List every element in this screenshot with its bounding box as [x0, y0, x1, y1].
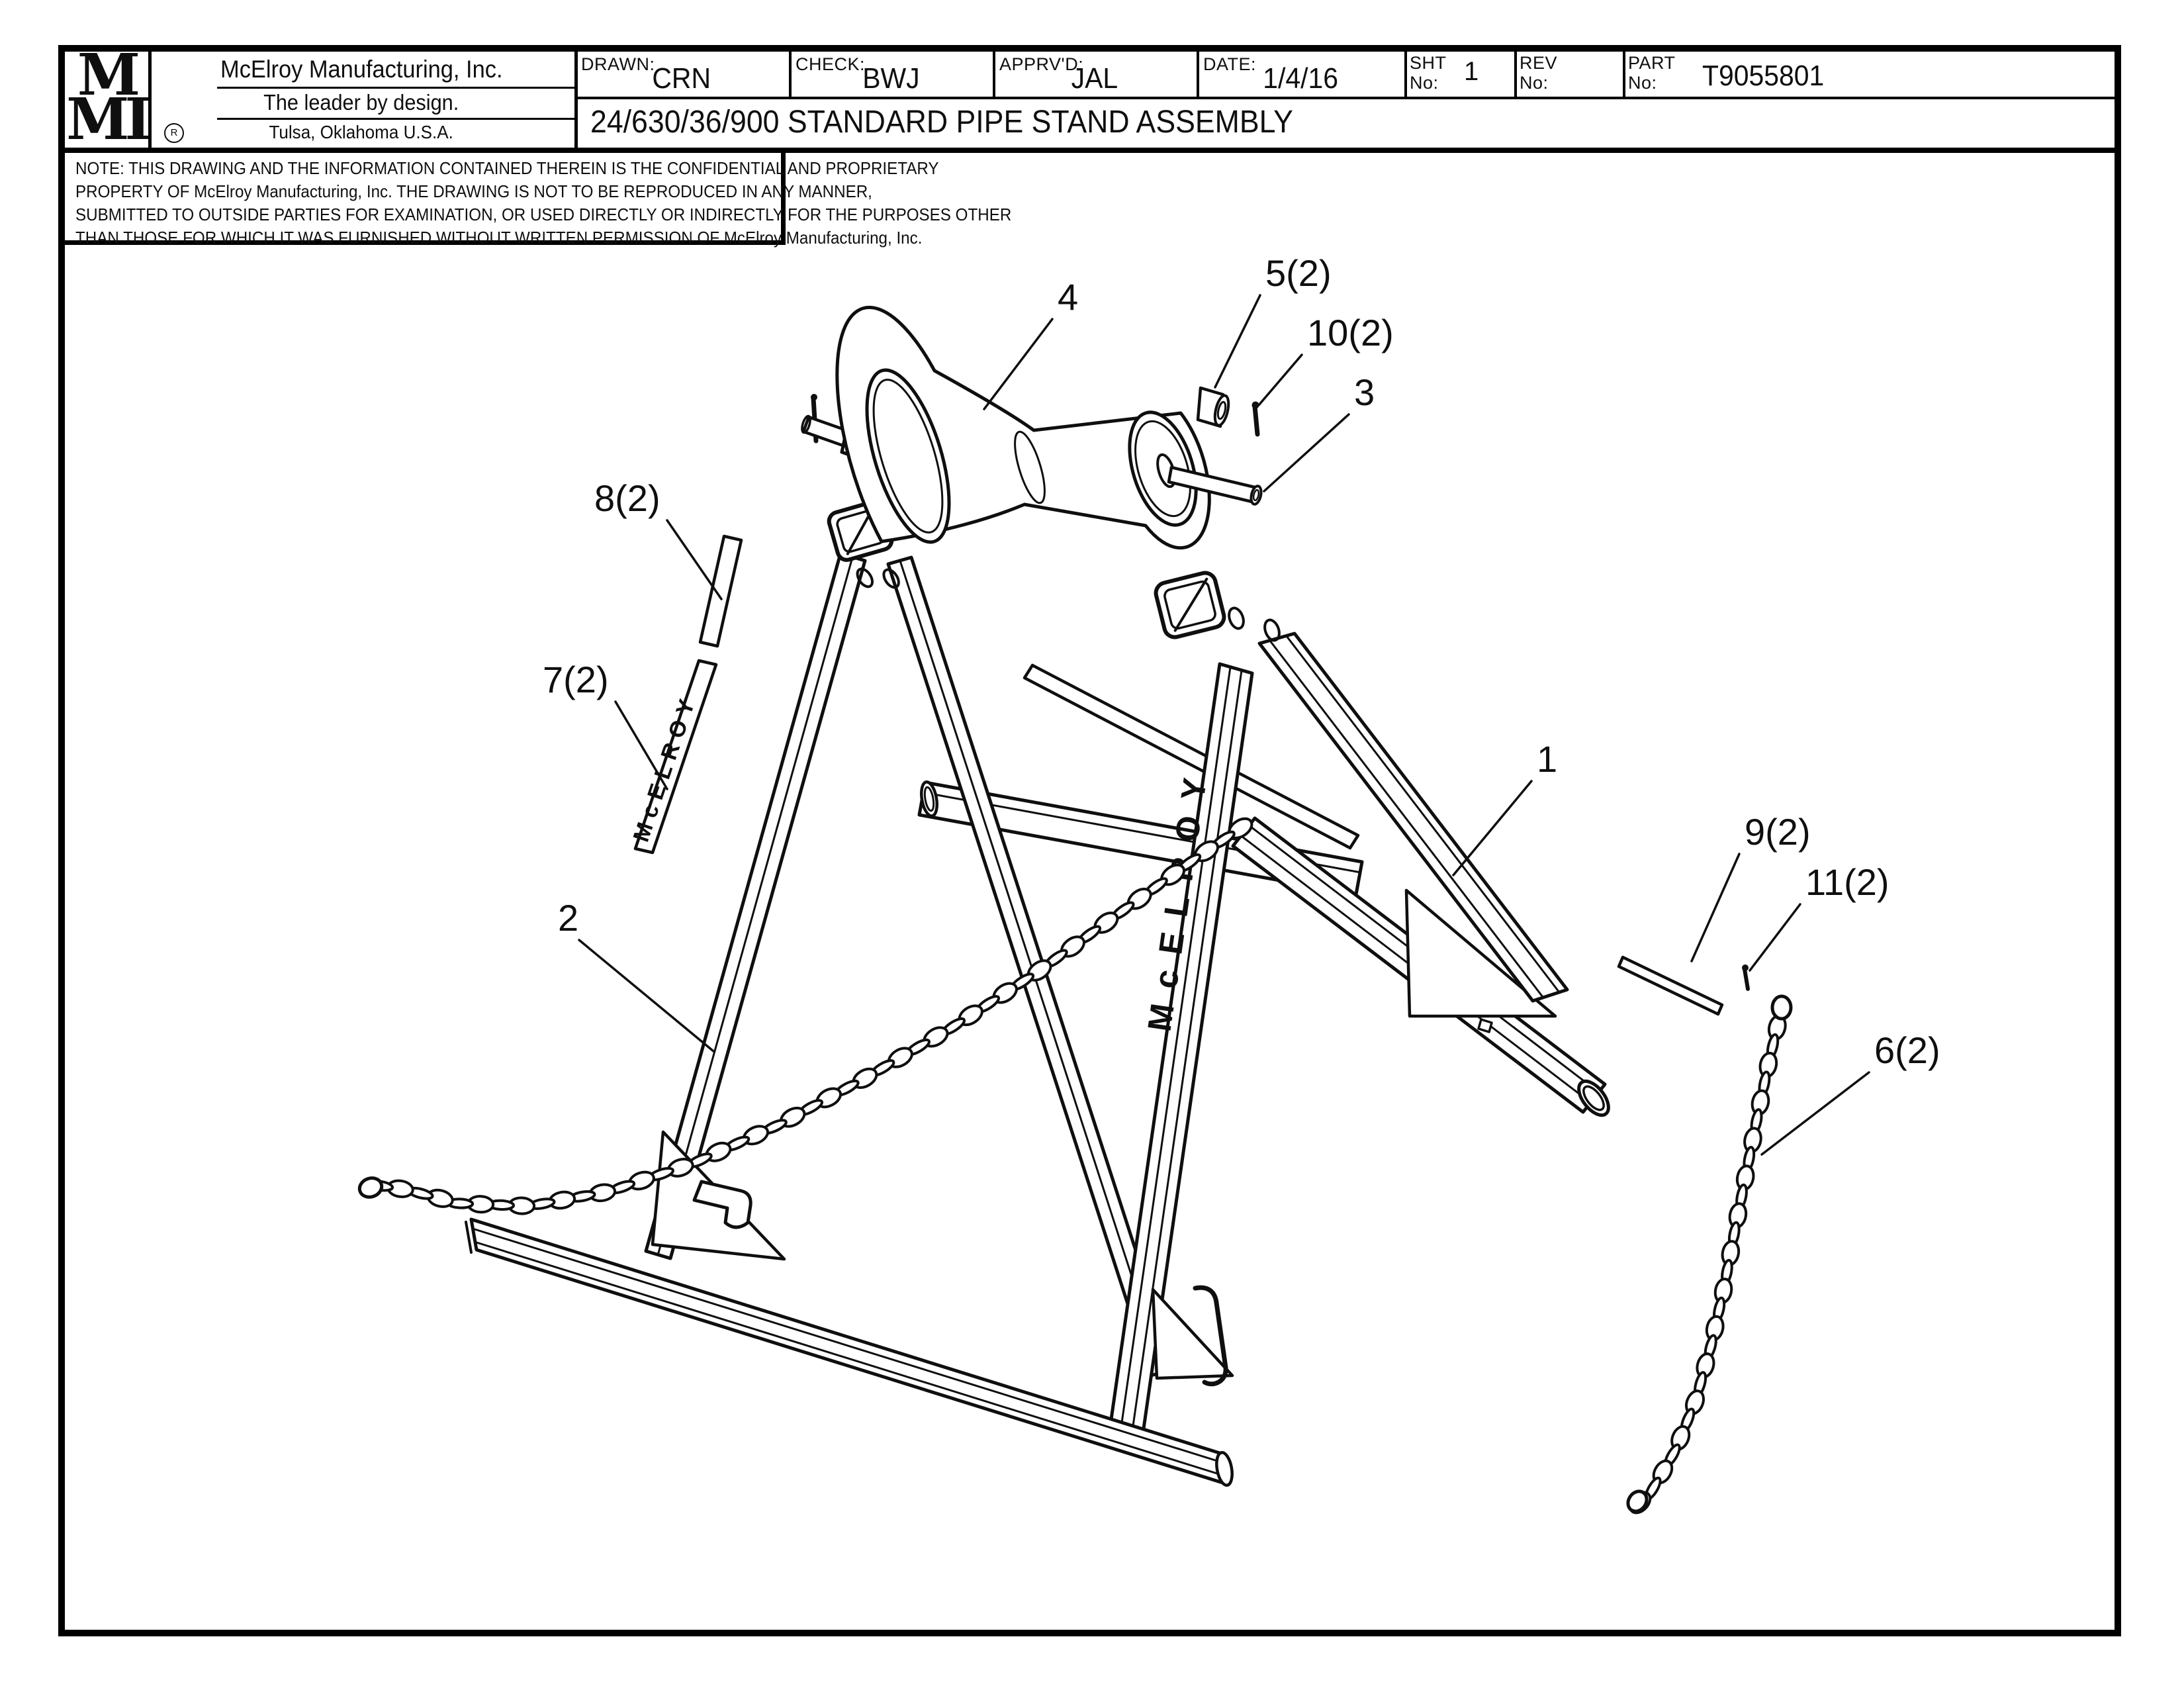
- registered-mark-icon: R: [164, 123, 184, 143]
- callout-2: 2: [558, 897, 715, 1053]
- part-leg-right: [1257, 632, 1569, 1003]
- field-sht: SHT No: 1: [1404, 52, 1514, 97]
- callout-label: 4: [1058, 276, 1078, 318]
- callout-3: 3: [1263, 371, 1375, 492]
- divider: [1514, 52, 1517, 97]
- callout-52: 5(2): [1214, 252, 1332, 389]
- callout-label: 10(2): [1307, 312, 1394, 353]
- callout-62: 6(2): [1760, 1029, 1940, 1156]
- callout-label: 6(2): [1874, 1029, 1940, 1071]
- part-roller-assembly: [801, 305, 1263, 550]
- field-label: SHT: [1410, 53, 1447, 73]
- part-bracket-right: [1154, 571, 1281, 642]
- callout-label: 7(2): [543, 659, 609, 700]
- note-line: SUBMITTED TO OUTSIDE PARTIES FOR EXAMINA…: [75, 205, 1012, 224]
- field-label: No:: [1628, 73, 1657, 93]
- field-apprvd: APPRV'D: JAL: [993, 52, 1197, 97]
- field-label: No:: [1520, 73, 1549, 93]
- callout-1: 1: [1452, 738, 1557, 876]
- divider: [574, 52, 578, 148]
- field-label: APPRV'D:: [999, 54, 1084, 74]
- part-decal-strip-blank: [698, 534, 743, 648]
- part-gusset-right: [1404, 888, 1557, 1033]
- part-wear-strip: [1617, 955, 1724, 1016]
- divider: [1404, 52, 1407, 97]
- mcelroy-decal-text: McELROY: [629, 690, 702, 845]
- field-label: CHECK:: [796, 54, 866, 74]
- callout-label: 3: [1354, 371, 1375, 413]
- callout-label: 2: [558, 897, 578, 939]
- part-pin: [1251, 401, 1260, 437]
- field-rev: REV No:: [1514, 52, 1623, 97]
- field-label: REV: [1520, 53, 1558, 73]
- company-name: McElroy Manufacturing, Inc.: [220, 56, 503, 83]
- part-brace: [1023, 663, 1360, 850]
- mmi-logo: M MI: [65, 42, 151, 154]
- divider: [574, 97, 2118, 99]
- part-pin-small: [1742, 964, 1750, 991]
- callout-4: 4: [983, 276, 1078, 410]
- callout-72: 7(2): [543, 659, 668, 790]
- company-cell: McElroy Manufacturing, Inc. The leader b…: [148, 52, 574, 148]
- field-part: PART No: T9055801: [1623, 52, 2118, 97]
- field-check: CHECK: BWJ: [789, 52, 993, 97]
- callouts-layer: 4 5(2) 10(2) 3 8(2) 7(2) 2 1 9(2) 11(2) 6(2): [543, 252, 1940, 1156]
- divider: [217, 87, 574, 89]
- field-label: DATE:: [1203, 54, 1257, 74]
- callout-label: 8(2): [594, 477, 660, 519]
- field-value: 1/4/16: [1263, 62, 1338, 95]
- note-line: PROPERTY OF McElroy Manufacturing, Inc. …: [75, 181, 872, 201]
- sheet-border: [58, 45, 2121, 1636]
- field-drawn: DRAWN: CRN: [574, 52, 789, 97]
- part-shaft: [1167, 465, 1263, 506]
- callout-112: 11(2): [1749, 861, 1889, 972]
- divider: [148, 52, 152, 148]
- field-value: T9055801: [1702, 60, 1825, 92]
- divider: [1623, 52, 1625, 97]
- field-value: BWJ: [862, 62, 920, 95]
- drawing-title: 24/630/36/900 STANDARD PIPE STAND ASSEMB…: [590, 105, 1293, 140]
- callout-label: 1: [1537, 738, 1557, 780]
- part-bushing: [1196, 386, 1230, 428]
- field-value: JAL: [1071, 62, 1118, 95]
- logo-line2: MI: [66, 86, 151, 154]
- note-line: THAN THOSE FOR WHICH IT WAS FURNISHED WI…: [75, 228, 923, 248]
- part-chain-draped: [357, 817, 1253, 1215]
- divider: [217, 118, 574, 120]
- field-label: No:: [1410, 73, 1439, 93]
- confidentiality-note: NOTE: THIS DRAWING AND THE INFORMATION C…: [65, 153, 1011, 248]
- field-date: DATE: 1/4/16: [1197, 52, 1404, 97]
- callout-82: 8(2): [594, 477, 723, 600]
- field-label: PART: [1628, 53, 1676, 73]
- company-location: Tulsa, Oklahoma U.S.A.: [269, 122, 454, 142]
- divider: [993, 52, 995, 97]
- field-value: 1: [1464, 57, 1479, 86]
- field-value: CRN: [652, 62, 711, 95]
- part-chain-right: [1626, 994, 1793, 1515]
- company-tagline: The leader by design.: [263, 90, 459, 115]
- divider: [789, 52, 792, 97]
- title-block-bottom-border: [65, 148, 2118, 153]
- divider: [1197, 52, 1199, 97]
- part-roller: [835, 305, 1211, 550]
- field-label: DRAWN:: [581, 54, 655, 74]
- callout-label: 11(2): [1805, 861, 1889, 903]
- callout-label: 9(2): [1745, 811, 1811, 853]
- callout-label: 5(2): [1265, 252, 1332, 294]
- note-line: NOTE: THIS DRAWING AND THE INFORMATION C…: [75, 158, 939, 178]
- part-mcelroy-decal: McELROY: [629, 659, 718, 855]
- callout-102: 10(2): [1257, 312, 1394, 406]
- logo-line1: M: [77, 42, 140, 109]
- callout-92: 9(2): [1690, 811, 1811, 962]
- part-foot-bar-left: [465, 1217, 1234, 1487]
